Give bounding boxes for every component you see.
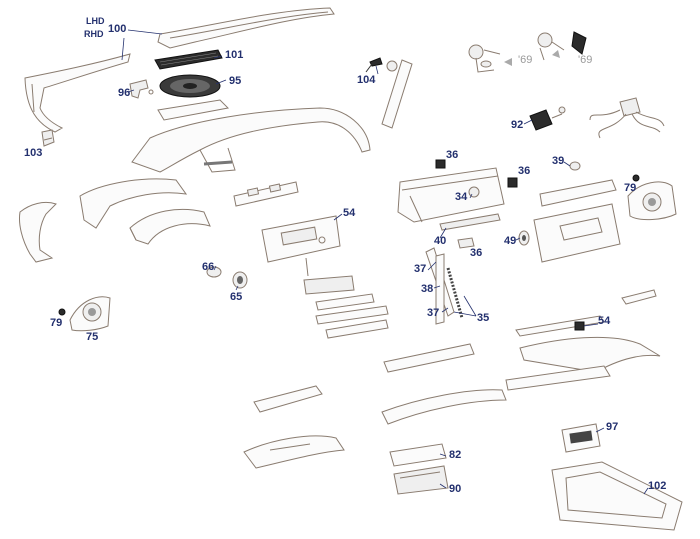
label-rhd: RHD bbox=[84, 29, 104, 39]
trim-strip bbox=[383, 343, 475, 373]
label-lhd: LHD bbox=[86, 16, 105, 26]
mounting-plate bbox=[303, 275, 355, 295]
bumper bbox=[569, 161, 581, 171]
clip bbox=[41, 129, 55, 147]
callout-92[interactable]: 92 bbox=[511, 119, 524, 131]
grommet bbox=[386, 60, 398, 72]
dash-top-pad bbox=[157, 7, 335, 49]
clip bbox=[574, 321, 585, 331]
callout-65[interactable]: 65 bbox=[230, 291, 243, 303]
console-tray-icon bbox=[551, 423, 683, 531]
glove-box-lock bbox=[518, 230, 530, 246]
arrow-icon bbox=[504, 58, 512, 66]
year-mark-69: '69 bbox=[518, 54, 533, 66]
instrument-shroud bbox=[19, 178, 211, 263]
screw bbox=[365, 57, 383, 73]
lower-trim bbox=[253, 385, 323, 413]
callout-90[interactable]: 90 bbox=[449, 483, 462, 495]
ashtray bbox=[389, 443, 449, 495]
air-vent-icon bbox=[58, 296, 111, 332]
air-vent-icon bbox=[627, 174, 677, 221]
ring bbox=[206, 266, 222, 278]
year-mark-69: '69 bbox=[578, 54, 593, 66]
callout-49[interactable]: 49 bbox=[504, 235, 517, 247]
glove-box-bumper bbox=[468, 186, 480, 198]
callout-97[interactable]: 97 bbox=[606, 421, 619, 433]
switch-assembly bbox=[529, 106, 566, 131]
glove-box-icon bbox=[397, 167, 505, 223]
rod-cover bbox=[381, 59, 413, 129]
hinge bbox=[439, 213, 501, 231]
callout-79[interactable]: 79 bbox=[624, 182, 637, 194]
callout-82[interactable]: 82 bbox=[449, 449, 462, 461]
callout-35[interactable]: 35 bbox=[477, 312, 490, 324]
lower-trim bbox=[381, 389, 507, 425]
clip bbox=[435, 159, 446, 169]
callout-54[interactable]: 54 bbox=[598, 315, 611, 327]
bolt bbox=[305, 257, 309, 277]
lower-pad bbox=[243, 435, 345, 469]
vent-knob bbox=[232, 271, 248, 289]
callout-102[interactable]: 102 bbox=[648, 480, 667, 492]
callout-36[interactable]: 36 bbox=[518, 165, 531, 177]
trim-strip bbox=[515, 315, 605, 337]
speaker bbox=[159, 74, 221, 98]
callout-37[interactable]: 37 bbox=[414, 263, 427, 275]
callout-95[interactable]: 95 bbox=[229, 75, 242, 87]
glove-box-door bbox=[533, 179, 621, 263]
callout-96[interactable]: 96 bbox=[118, 87, 131, 99]
callout-40[interactable]: 40 bbox=[434, 235, 447, 247]
rods-and-spring bbox=[425, 247, 464, 325]
callout-37[interactable]: 37 bbox=[427, 307, 440, 319]
wiring-harness bbox=[589, 97, 665, 139]
callout-54[interactable]: 54 bbox=[343, 207, 356, 219]
knob bbox=[129, 79, 154, 99]
bracket bbox=[621, 289, 657, 305]
radio-console-icon bbox=[261, 215, 341, 263]
knee-pad bbox=[505, 336, 661, 391]
callout-36[interactable]: 36 bbox=[446, 149, 459, 161]
callout-101[interactable]: 101 bbox=[225, 49, 244, 61]
model-badges bbox=[315, 293, 389, 339]
speaker-grille bbox=[154, 49, 223, 70]
callout-34[interactable]: 34 bbox=[455, 191, 468, 203]
callout-79[interactable]: 79 bbox=[50, 317, 63, 329]
trim-plate bbox=[157, 99, 230, 121]
callout-66[interactable]: 66 bbox=[202, 261, 215, 273]
callout-104[interactable]: 104 bbox=[357, 74, 376, 86]
left-dash-pad bbox=[24, 53, 131, 133]
callout-75[interactable]: 75 bbox=[86, 331, 99, 343]
ignition-lock-icon bbox=[468, 31, 587, 73]
leader-lines bbox=[121, 29, 649, 495]
arrow-icon bbox=[552, 50, 560, 58]
callout-100[interactable]: 100 bbox=[108, 23, 127, 35]
clip bbox=[507, 177, 518, 188]
callout-103[interactable]: 103 bbox=[24, 147, 43, 159]
callout-39[interactable]: 39 bbox=[552, 155, 565, 167]
dashboard-shell bbox=[131, 107, 371, 173]
callout-36[interactable]: 36 bbox=[470, 247, 483, 259]
callout-38[interactable]: 38 bbox=[421, 283, 434, 295]
vent-strip bbox=[233, 181, 299, 207]
clip bbox=[457, 237, 475, 249]
